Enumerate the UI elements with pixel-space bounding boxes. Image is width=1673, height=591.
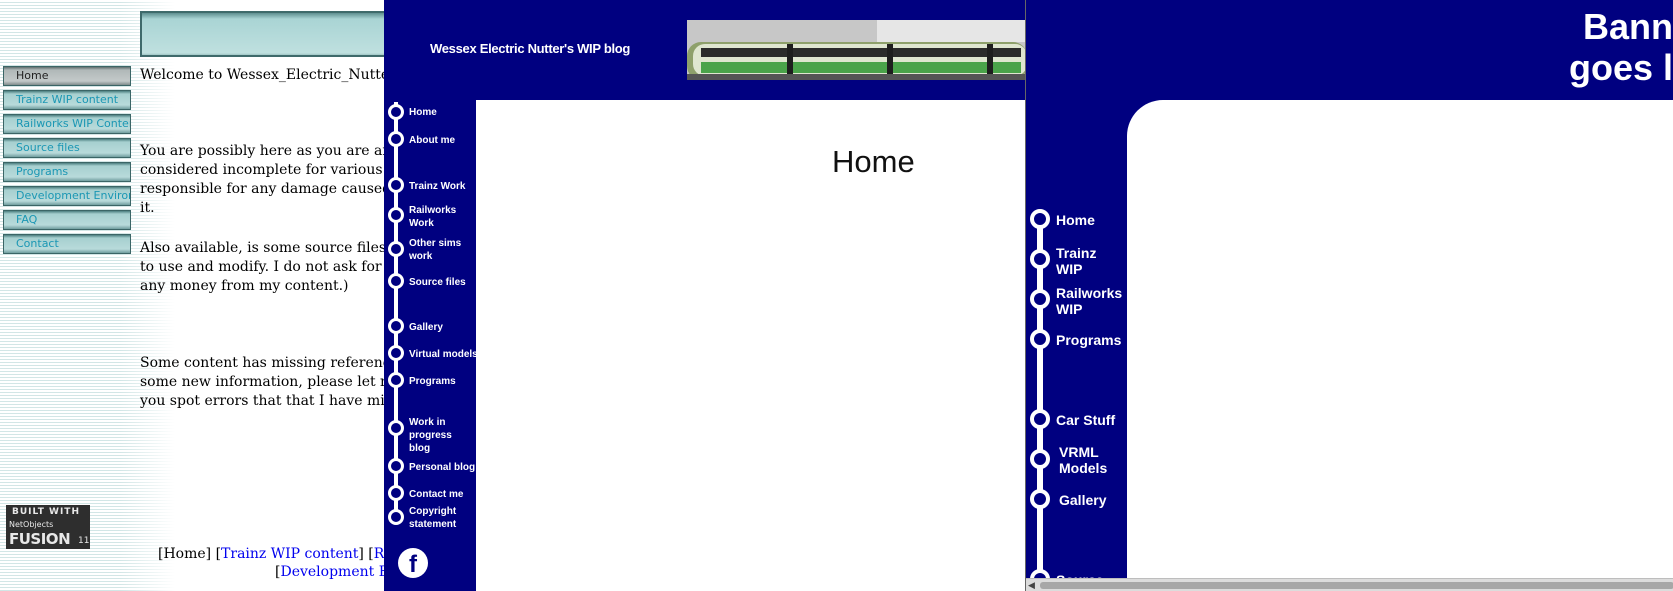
text-line: any money from my content.) (140, 278, 349, 294)
text-line: some new information, please let me k (140, 374, 400, 390)
nav-source-files[interactable]: Source files (3, 138, 131, 158)
footer-link-trainz[interactable]: Trainz WIP content (221, 546, 359, 562)
nav-programs[interactable]: Programs (3, 162, 131, 182)
nav-copyright-statement[interactable]: Copyright statement (409, 506, 457, 530)
netobjects-page: Home Trainz WIP content Railworks WIP Co… (0, 0, 400, 591)
nav-stop-icon (388, 372, 404, 388)
nav-personal-blog[interactable]: Personal blog (409, 462, 476, 473)
nav-gallery[interactable]: Gallery (409, 322, 443, 333)
nav-programs[interactable]: Programs (409, 376, 456, 387)
blog-title[interactable]: Wessex Electric Nutter's WIP blog (430, 41, 631, 56)
nav-stop-icon (388, 485, 404, 501)
nav-railworks-work[interactable]: Railworks Work (409, 205, 457, 229)
banner-heading: Bann goes l (1569, 6, 1673, 88)
side-nav: Home Trainz WIP content Railworks WIP Co… (3, 66, 131, 258)
text-line: considered incomplete for various reas (140, 162, 400, 178)
facebook-icon[interactable]: f (398, 548, 428, 578)
nav-rail-line (394, 102, 398, 522)
nav-stop-icon (388, 509, 404, 525)
nav-trainz-work[interactable]: Trainz Work (409, 181, 466, 192)
horizontal-scrollbar[interactable]: ◀ (1026, 578, 1673, 591)
nav-home[interactable]: Home (409, 107, 437, 118)
nav-wip-blog[interactable]: Work in progress blog (409, 417, 452, 454)
nav-home[interactable]: Home (3, 66, 131, 86)
nav-contact-me[interactable]: Contact me (409, 489, 464, 500)
nav-stop-icon (388, 458, 404, 474)
nav-stop-icon (1030, 409, 1050, 429)
page-heading: Home (832, 144, 915, 179)
nav-contact[interactable]: Contact (3, 234, 131, 254)
nav-stop-icon (1030, 249, 1050, 269)
scrollbar-thumb[interactable] (1040, 582, 1673, 589)
nav-stop-icon (388, 207, 404, 223)
nav-railworks-wip[interactable]: Railworks WIP Content (3, 114, 131, 134)
nav-stop-icon (388, 273, 404, 289)
nav-car-stuff[interactable]: Car Stuff (1056, 412, 1116, 428)
nav-development-environment[interactable]: Development Environment (3, 186, 131, 206)
source-paragraph: Also available, is some source files tha… (140, 239, 400, 296)
banner-line: Bann (1583, 6, 1673, 47)
nav-stop-icon (388, 104, 404, 120)
nav-vrml-models[interactable]: VRML Models (1059, 444, 1108, 476)
welcome-text: Welcome to Wessex_Electric_Nutter's (140, 67, 400, 83)
nav-virtual-models[interactable]: Virtual models (409, 349, 478, 360)
nav-stop-icon (1030, 449, 1050, 469)
nav-stop-icon (1030, 489, 1050, 509)
nav-faq[interactable]: FAQ (3, 210, 131, 230)
netobjects-fusion-badge[interactable]: BUILT WITH NetObjects FUSION 11 (6, 505, 90, 549)
nav-stop-icon (1030, 329, 1050, 349)
nav-stop-icon (1030, 209, 1050, 229)
text-line: Some content has missing references, (140, 355, 400, 371)
nav-programs[interactable]: Programs (1056, 332, 1122, 348)
main-content: Home (476, 100, 1026, 591)
nav-source-files[interactable]: Source files (409, 277, 466, 288)
nav-stop-icon (388, 241, 404, 257)
footer-link-development[interactable]: Development En (280, 564, 398, 580)
text-line: it. (140, 200, 155, 216)
text-line: responsible for any damage caused to (140, 181, 400, 197)
nav-home[interactable]: Home (1056, 212, 1095, 228)
main-content (1127, 100, 1673, 580)
nav-stop-icon (388, 318, 404, 334)
nav-trainz-wip[interactable]: Trainz WIP content (3, 90, 131, 110)
text-line: to use and modify. I do not ask for mo (140, 259, 400, 275)
wip-blog-window: Wessex Electric Nutter's WIP blog Home H… (384, 0, 1026, 591)
nav-railworks-wip[interactable]: Railworks WIP (1056, 285, 1123, 317)
nav-stop-icon (388, 177, 404, 193)
text-line: Also available, is some source files tha (140, 240, 400, 256)
site-banner (140, 11, 400, 57)
nav-stop-icon (1030, 289, 1050, 309)
footer-links-row1: [Home] [Trainz WIP content] [Rail (158, 546, 400, 562)
nav-stop-icon (388, 345, 404, 361)
footer-home: Home (163, 546, 206, 562)
text-line: You are possibly here as you are after (140, 143, 400, 159)
nav-trainz-wip[interactable]: Trainz WIP (1056, 245, 1097, 277)
banner-line: goes l (1568, 47, 1673, 88)
banner-site-window: Bann goes l Home Trainz WIP Railworks WI… (1025, 0, 1673, 591)
nav-stop-icon (388, 131, 404, 147)
nav-other-sims-work[interactable]: Other sims work (409, 238, 462, 262)
train-header-image (687, 20, 1026, 80)
nav-gallery[interactable]: Gallery (1059, 492, 1107, 508)
text-line: you spot errors that that I have missed (140, 393, 400, 409)
scroll-left-icon[interactable]: ◀ (1028, 580, 1035, 590)
nav-rail-line (1037, 220, 1043, 591)
missing-refs-paragraph: Some content has missing references, som… (140, 354, 400, 411)
footer-links-row2: [Development En (275, 564, 398, 580)
intro-paragraph: You are possibly here as you are after c… (140, 142, 400, 218)
nav-stop-icon (388, 420, 404, 436)
nav-about-me[interactable]: About me (409, 135, 456, 146)
